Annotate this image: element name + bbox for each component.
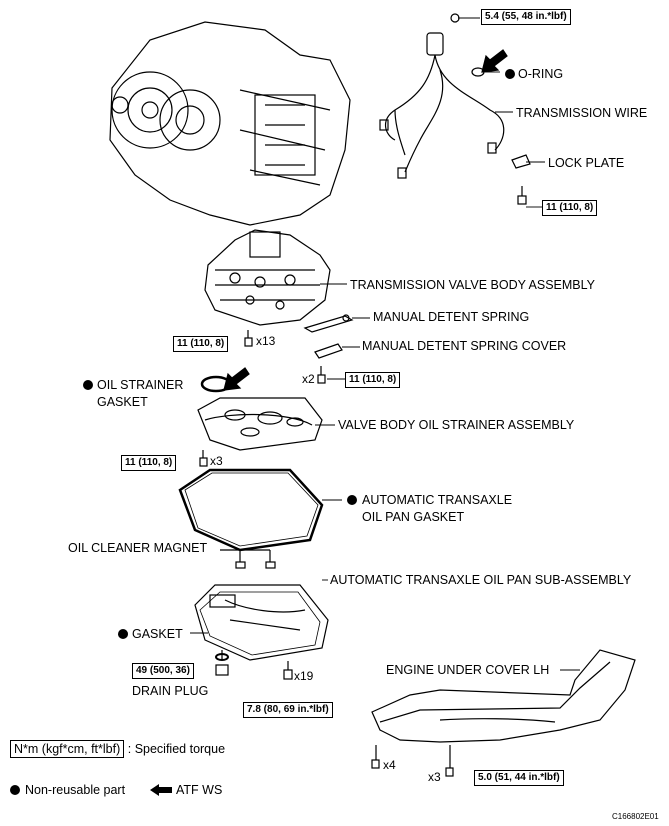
torque-under-cover-bolt: 5.0 (51, 44 in.*lbf) (474, 770, 564, 786)
oil-pan-drawing (194, 584, 329, 661)
strainer-gasket-atf-arrow (223, 367, 250, 391)
count-spring-cover: x2 (302, 372, 315, 386)
lock-plate-bolt-drawing (517, 186, 527, 205)
strainer-bolt-drawing (199, 450, 208, 467)
torque-drain-plug: 49 (500, 36) (132, 663, 194, 679)
non-reusable-dot-icon (10, 785, 20, 795)
valve-body-drawing (204, 229, 331, 326)
torque-wire-bolt: 5.4 (55, 48 in.*lbf) (481, 9, 571, 25)
drain-plug-drawing (215, 650, 229, 676)
manual-detent-spring-drawing (303, 315, 354, 333)
torque-lock-plate-bolt: 11 (110, 8) (542, 200, 598, 216)
o-ring-nonreusable-dot (505, 69, 515, 79)
pan-gasket-nonreusable-dot (347, 495, 357, 505)
transaxle-housing-drawing (109, 21, 351, 226)
oil-pan-bolt-drawing (283, 661, 293, 680)
legend-atf: ATF WS (150, 783, 222, 797)
oil-cleaner-magnet-1-drawing (235, 561, 246, 569)
label-valve-body: TRANSMISSION VALVE BODY ASSEMBLY (350, 278, 595, 292)
count-oil-pan: x19 (294, 669, 314, 683)
torque-valve-body-bolt: 11 (110, 8) (173, 336, 229, 352)
leader-lines (190, 17, 580, 671)
legend-torque-text: : Specified torque (127, 742, 226, 756)
label-manual-detent-spring: MANUAL DETENT SPRING (373, 310, 530, 324)
count-under-cover-right: x3 (428, 770, 441, 784)
label-oil-pan: AUTOMATIC TRANSAXLE OIL PAN SUB-ASSEMBLY (330, 573, 632, 587)
manual-detent-spring-cover-drawing (314, 343, 343, 359)
torque-strainer-bolt: 11 (110, 8) (121, 455, 177, 471)
figure-code: C166802E01 (612, 812, 659, 821)
under-cover-right-bolt-drawing (445, 745, 454, 777)
label-oil-cleaner-magnet: OIL CLEANER MAGNET (68, 541, 208, 555)
oil-cleaner-magnet-2-drawing (265, 561, 276, 569)
label-manual-detent-spring-cover: MANUAL DETENT SPRING COVER (362, 339, 567, 353)
valve-body-bolt-drawing (244, 330, 253, 347)
transmission-wire-drawing (379, 13, 505, 179)
legend-torque-box: N*m (kgf*cm, ft*lbf) (10, 740, 125, 758)
legend-non-reusable-text: Non-reusable part (25, 783, 126, 797)
count-valve-body: x13 (256, 334, 276, 348)
torque-oil-pan-bolt: 7.8 (80, 69 in.*lbf) (243, 702, 333, 718)
legend-atf-text: ATF WS (176, 783, 223, 797)
oil-pan-gasket-drawing (178, 468, 324, 552)
label-engine-under-cover: ENGINE UNDER COVER LH (386, 663, 550, 677)
label-transmission-wire: TRANSMISSION WIRE (516, 106, 648, 120)
gasket-nonreusable-dot (118, 629, 128, 639)
label-oil-strainer-gasket-line2: GASKET (97, 395, 148, 409)
count-under-cover-left: x4 (383, 758, 396, 772)
spring-cover-bolt-drawing (317, 366, 326, 384)
o-ring-atf-arrow (481, 49, 508, 73)
strainer-gasket-nonreusable-dot (83, 380, 93, 390)
atf-arrow-icon (150, 784, 172, 796)
label-pan-gasket-line1: AUTOMATIC TRANSAXLE (362, 493, 513, 507)
label-drain-plug: DRAIN PLUG (132, 684, 209, 698)
engine-under-cover-drawing (371, 649, 636, 743)
legend-non-reusable: Non-reusable part (10, 783, 125, 797)
count-strainer: x3 (210, 454, 223, 468)
label-strainer-assembly: VALVE BODY OIL STRAINER ASSEMBLY (338, 418, 575, 432)
label-pan-gasket-line2: OIL PAN GASKET (362, 510, 465, 524)
under-cover-left-bolt-drawing (371, 745, 380, 769)
legend-torque: N*m (kgf*cm, ft*lbf) : Specified torque (10, 740, 226, 758)
label-oil-strainer-gasket-line1: OIL STRAINER (97, 378, 184, 392)
strainer-assembly-drawing (197, 397, 323, 451)
label-gasket: GASKET (132, 627, 183, 641)
torque-spring-cover-bolt: 11 (110, 8) (345, 372, 401, 388)
lock-plate-drawing (511, 154, 531, 169)
label-lock-plate: LOCK PLATE (548, 156, 625, 170)
label-o-ring: O-RING (518, 67, 564, 81)
